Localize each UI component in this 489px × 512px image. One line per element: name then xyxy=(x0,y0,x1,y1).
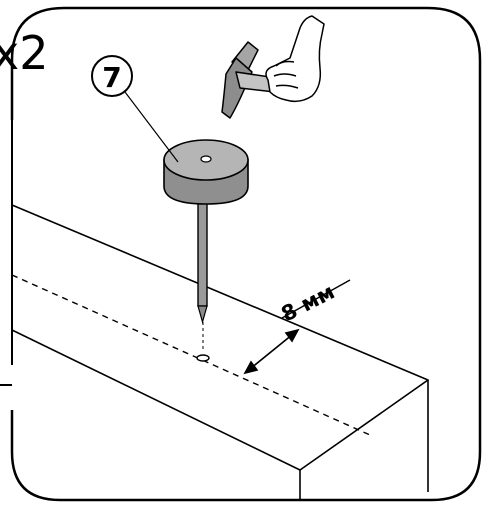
quantity-label: x2 xyxy=(0,26,49,80)
frame-border xyxy=(10,6,482,502)
nail-part xyxy=(163,139,249,325)
callout-leader-line xyxy=(124,91,179,163)
hand-illustration xyxy=(265,15,325,103)
wood-board xyxy=(11,204,429,500)
step-number-badge xyxy=(91,55,133,97)
dimension-indicator xyxy=(243,279,351,375)
hammer-icon xyxy=(221,41,293,119)
step-number: 7 xyxy=(102,61,121,94)
dimension-label: 8 мм xyxy=(277,280,338,327)
nail-hole-mark xyxy=(196,354,210,362)
